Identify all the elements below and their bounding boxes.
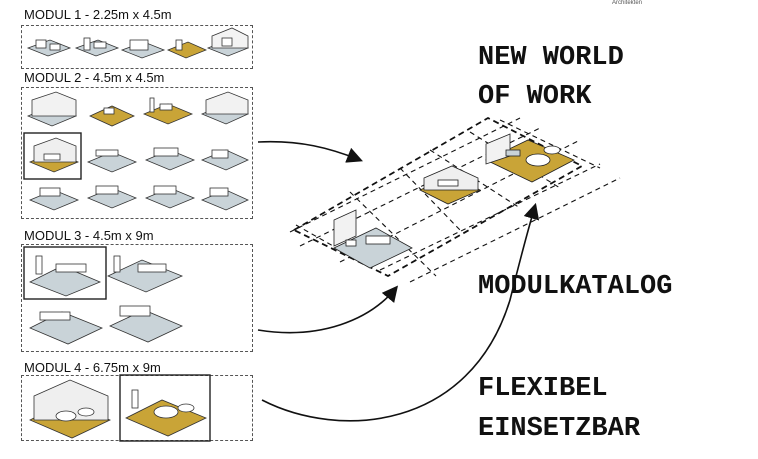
module-2-thumb-r3c2 — [86, 185, 138, 209]
module-2-selected-frame — [23, 132, 82, 180]
module-2-box — [21, 87, 253, 219]
module-3-thumb-r2c2 — [109, 305, 183, 343]
module-2-thumbnails — [23, 91, 249, 211]
module-2-title: MODUL 2 - 4.5m x 4.5m — [24, 70, 165, 85]
headline-new-world: NEW WORLD — [478, 43, 624, 73]
arrow-module-4 — [261, 202, 540, 422]
module-4-thumb-2 — [125, 389, 207, 437]
module-2-thumb-r1c2 — [89, 105, 135, 127]
module-2-thumb-r2c1 — [28, 137, 80, 173]
module-1-box — [21, 25, 253, 69]
module-2-thumb-r3c1 — [28, 187, 80, 211]
module-4-title: MODUL 4 - 6.75m x 9m — [24, 360, 161, 375]
module-1-thumb-1 — [26, 39, 72, 57]
module-4-selected-frame — [119, 374, 211, 442]
module-3-thumb-r1c2 — [107, 255, 184, 293]
module-1-thumb-5 — [206, 27, 250, 57]
module-2-thumb-r3c3 — [144, 185, 196, 209]
headline-einsetzbar: EINSETZBAR — [478, 414, 641, 444]
iso-module-right — [485, 133, 575, 183]
module-3-thumb-r1c1 — [29, 255, 102, 297]
module-1-title: MODUL 1 - 2.25m x 4.5m — [24, 7, 172, 22]
arrow-module-2 — [257, 140, 363, 163]
headline-flexibel: FLEXIBEL — [478, 374, 608, 404]
module-3-thumbnails — [23, 246, 184, 345]
module-2-thumb-r2c4 — [200, 149, 249, 171]
module-2-thumb-r1c1 — [26, 91, 78, 127]
module-1-thumbnails — [26, 27, 250, 59]
logo-text: Architekten — [612, 0, 643, 6]
module-2-thumb-r2c3 — [144, 147, 196, 171]
module-1-thumb-4 — [166, 39, 208, 59]
module-2-thumb-r2c2 — [86, 149, 138, 173]
connector-arrows — [257, 140, 540, 422]
module-3-box — [21, 244, 253, 352]
module-4-thumbnails — [29, 374, 211, 442]
iso-module-center — [419, 165, 481, 205]
module-2-thumb-r3c4 — [200, 187, 249, 211]
module-3-thumb-r2c1 — [29, 311, 104, 345]
module-1-thumb-2 — [74, 37, 120, 57]
headline-of-work: OF WORK — [478, 82, 592, 112]
module-2-thumb-r1c4 — [200, 91, 249, 125]
arrow-module-3 — [257, 285, 399, 334]
iso-module-left — [333, 209, 413, 269]
module-2-thumb-r1c3 — [142, 97, 194, 125]
module-3-selected-frame — [23, 246, 107, 300]
module-1-thumb-3 — [120, 39, 166, 59]
module-3-title: MODUL 3 - 4.5m x 9m — [24, 228, 154, 243]
module-4-thumb-1 — [29, 379, 111, 439]
